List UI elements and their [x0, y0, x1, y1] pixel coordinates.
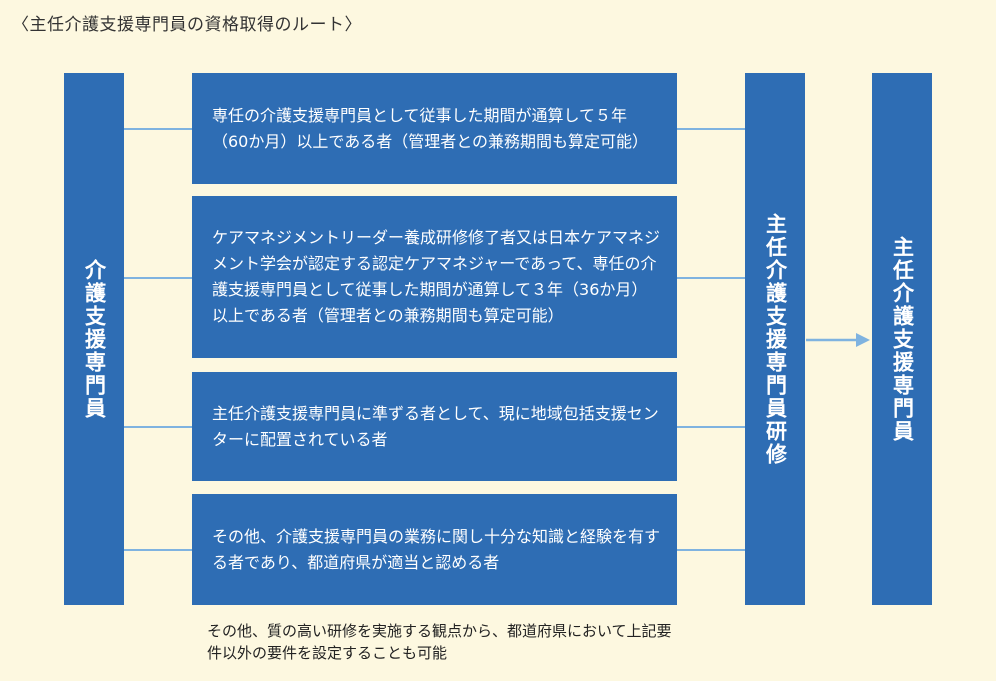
connector-line-right-4: [677, 549, 745, 551]
chief-care-manager-label: 主任介護支援専門員: [890, 235, 915, 443]
care-manager-label: 介護支援専門員: [82, 258, 107, 420]
diagram-title: 〈主任介護支援専門員の資格取得のルート〉: [12, 15, 362, 35]
route-text-3: 主任介護支援専門員に準ずる者として、現に地域包括支援センターに配置されている者: [212, 403, 659, 449]
route-text-1: 専任の介護支援専門員として従事した期間が通算して５年（60か月）以上である者（管…: [212, 105, 649, 151]
route-box-4: その他、介護支援専門員の業務に関し十分な知識と経験を有する者であり、都道府県が適…: [192, 494, 677, 605]
training-label: 主任介護支援専門員研修: [763, 212, 788, 466]
connector-line-right-1: [677, 128, 745, 130]
connector-line-right-2: [677, 277, 745, 279]
connector-line-left-3: [124, 426, 192, 428]
connector-line-right-3: [677, 426, 745, 428]
connector-line-left-2: [124, 277, 192, 279]
route-box-3: 主任介護支援専門員に準ずる者として、現に地域包括支援センターに配置されている者: [192, 372, 677, 481]
footnote: その他、質の高い研修を実施する観点から、都道府県において上記要件以外の要件を設定…: [207, 622, 672, 662]
route-box-2: ケアマネジメントリーダー養成研修修了者又は日本ケアマネジメント学会が認定する認定…: [192, 196, 677, 358]
right-arrow-icon: [806, 333, 870, 347]
route-text-4: その他、介護支援専門員の業務に関し十分な知識と経験を有する者であり、都道府県が適…: [212, 526, 661, 572]
route-text-2: ケアマネジメントリーダー養成研修修了者又は日本ケアマネジメント学会が認定する認定…: [212, 228, 661, 325]
connector-line-left-4: [124, 549, 192, 551]
training-box: 主任介護支援専門員研修: [745, 73, 805, 605]
route-box-1: 専任の介護支援専門員として従事した期間が通算して５年（60か月）以上である者（管…: [192, 73, 677, 184]
care-manager-box: 介護支援専門員: [64, 73, 124, 605]
chief-care-manager-box: 主任介護支援専門員: [872, 73, 932, 605]
connector-line-left-1: [124, 128, 192, 130]
